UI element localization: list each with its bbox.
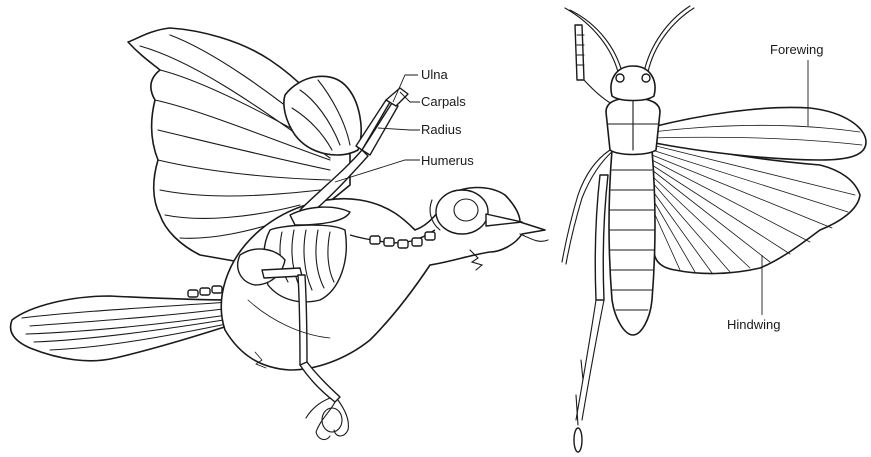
label-forewing: Forewing [770,42,823,57]
insect-legs [562,25,614,452]
label-carpals: Carpals [421,94,466,109]
insect-thorax [606,98,660,155]
bird-tail [11,296,240,361]
label-hindwing: Hindwing [727,317,780,332]
bird-illustration: Ulna Carpals Radius Humerus [11,28,548,439]
insect-abdomen [609,150,655,335]
bird-foot [306,398,348,439]
label-radius: Radius [421,122,462,137]
insect-illustration: Forewing Hindwing [562,6,866,452]
insect-head [611,66,655,101]
insect-antennae [565,6,694,72]
label-ulna: Ulna [421,67,449,82]
label-humerus: Humerus [421,153,474,168]
tail-vertebrae [188,286,222,297]
